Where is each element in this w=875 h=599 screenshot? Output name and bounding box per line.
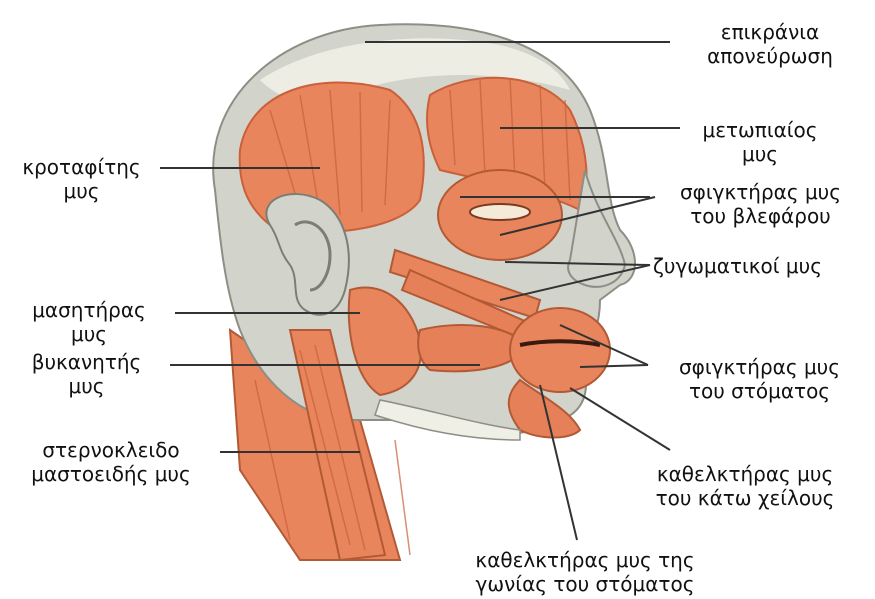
label-zygomatic-line1: ζυγωματικοί μυς <box>653 254 868 278</box>
label-frontalis: μετωπιαίος μυς <box>680 118 840 166</box>
label-epicranial-line1: επικράνια <box>675 20 865 44</box>
label-temporalis: κροταφίτης μυς <box>4 155 159 203</box>
label-orbicularis-oculi-line2: του βλεφάρου <box>658 204 863 228</box>
label-zygomatic: ζυγωματικοί μυς <box>653 254 868 278</box>
label-epicranial-aponeurosis: επικράνια απονεύρωση <box>675 20 865 68</box>
label-depressor-anguli-line1: καθελκτήρας μυς της <box>455 548 715 572</box>
label-frontalis-line2: μυς <box>680 142 840 166</box>
label-depressor-anguli-line2: γωνίας του στόματος <box>455 572 715 596</box>
label-orbicularis-oris-line2: του στόματος <box>652 379 867 403</box>
label-masseter-line1: μασητήρας <box>4 298 174 322</box>
label-buccinator-line1: βυκανητής <box>4 350 169 374</box>
label-scm-line1: στερνοκλειδο <box>2 438 220 462</box>
label-orbicularis-oculi: σφιγκτήρας μυς του βλεφάρου <box>658 180 863 228</box>
label-epicranial-line2: απονεύρωση <box>675 44 865 68</box>
label-depressor-labii-line1: καθελκτήρας μυς <box>625 462 865 486</box>
label-masseter-line2: μυς <box>4 322 174 346</box>
label-scm-line2: μαστοειδής μυς <box>2 462 220 486</box>
label-depressor-labii-line2: του κάτω χείλους <box>625 486 865 510</box>
label-sternocleidomastoid: στερνοκλειδο μαστοειδής μυς <box>2 438 220 486</box>
label-orbicularis-oris-line1: σφιγκτήρας μυς <box>652 355 867 379</box>
label-buccinator: βυκανητής μυς <box>4 350 169 398</box>
label-depressor-labii-inferioris: καθελκτήρας μυς του κάτω χείλους <box>625 462 865 510</box>
label-temporalis-line2: μυς <box>4 179 159 203</box>
label-orbicularis-oris: σφιγκτήρας μυς του στόματος <box>652 355 867 403</box>
label-buccinator-line2: μυς <box>4 374 169 398</box>
label-frontalis-line1: μετωπιαίος <box>680 118 840 142</box>
label-depressor-anguli-oris: καθελκτήρας μυς της γωνίας του στόματος <box>455 548 715 596</box>
eye-opening <box>470 204 530 220</box>
label-orbicularis-oculi-line1: σφιγκτήρας μυς <box>658 180 863 204</box>
label-temporalis-line1: κροταφίτης <box>4 155 159 179</box>
label-masseter: μασητήρας μυς <box>4 298 174 346</box>
orbicularis-oris-muscle <box>510 308 610 392</box>
